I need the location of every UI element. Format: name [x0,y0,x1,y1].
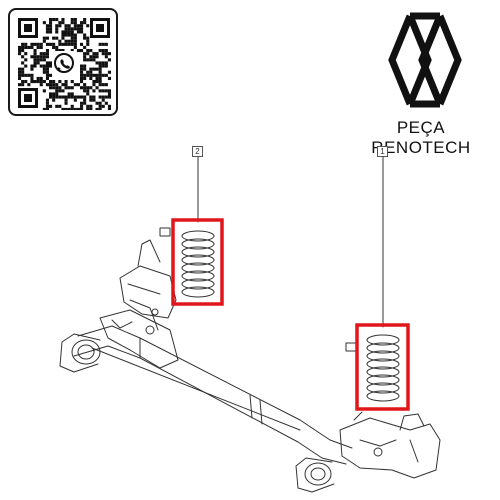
left-trailing-arm [99,239,179,369]
brand-name: PEÇA RENOTECH [371,118,471,157]
qr-code [18,18,111,110]
right-trailing-arm [339,411,441,479]
right-pivot-bushing [295,457,335,493]
qr-code-card [8,8,118,116]
axle-beam [73,325,353,465]
callout-label-2: 2 [192,146,203,157]
highlight-box-left-spring [171,218,224,306]
left-coil-spring-2 [159,227,215,298]
right-coil-spring-1 [345,334,400,402]
left-pivot-bushing [59,333,101,373]
callout-label-1: 1 [377,146,388,157]
renault-diamond-logo [388,12,462,108]
highlight-box-right-spring [355,323,410,411]
whatsapp-icon [52,51,76,75]
